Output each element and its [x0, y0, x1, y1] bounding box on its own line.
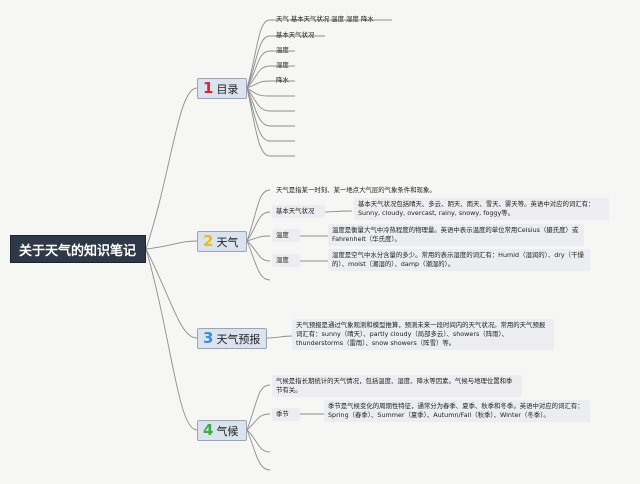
branch-label: 目录: [216, 82, 239, 96]
forecast-detail[interactable]: 天气预报是通过气象观测和模型推算，预测未来一段时间内的天气状况。常用的天气预报词…: [292, 319, 554, 350]
toc-item[interactable]: 基本天气状况: [276, 31, 315, 39]
branch-label: 气候: [216, 424, 239, 438]
detail-basic-conditions[interactable]: 基本天气状况包括晴天、多云、阴天、雨天、雪天、雾天等。英语中对应的词汇有：Sun…: [354, 198, 609, 220]
root-topic[interactable]: 关于天气的知识笔记: [10, 235, 146, 263]
toc-item[interactable]: 温度: [276, 46, 289, 54]
branch-label: 天气预报: [216, 332, 261, 346]
detail-temperature[interactable]: 温度是衡量大气中冷热程度的物理量。英语中表示温度的单位常用Celsius（摄氏度…: [328, 224, 584, 246]
weather-intro[interactable]: 天气是指某一时刻、某一地点大气层的气象条件和现象。: [276, 186, 436, 194]
branch-number: 1: [203, 79, 214, 97]
toc-item[interactable]: 湿度: [276, 61, 289, 69]
connector-root-b1: [145, 87, 198, 250]
connector-root-b2: [145, 240, 198, 250]
subtopic-humidity[interactable]: 湿度: [272, 254, 300, 267]
climate-intro[interactable]: 气候是指长期统计的天气情况，包括温度、湿度、降水等因素。气候与地理位置和季节有关…: [272, 375, 522, 397]
branch-forecast[interactable]: 3 天气预报: [197, 328, 267, 349]
toc-item[interactable]: 天气 基本天气状况 温度 湿度 降水: [276, 15, 374, 23]
branch-toc[interactable]: 1 目录: [197, 78, 247, 99]
detail-seasons[interactable]: 季节是气候变化的周期性特征，通常分为春季、夏季、秋季和冬季。英语中对应的词汇有：…: [324, 400, 590, 422]
branch-climate[interactable]: 4 气候: [197, 420, 247, 441]
subtopic-seasons[interactable]: 季节: [272, 408, 300, 421]
subtopic-temperature[interactable]: 温度: [272, 229, 300, 242]
branch-number: 4: [203, 421, 214, 439]
branch-number: 3: [203, 329, 214, 347]
toc-item[interactable]: 降水: [276, 76, 289, 84]
branch-number: 2: [203, 232, 214, 250]
branch-weather[interactable]: 2 天气: [197, 231, 247, 252]
detail-humidity[interactable]: 湿度是空气中水分含量的多少。常用的表示湿度的词汇有：Humid（湿润的）、dry…: [328, 249, 590, 271]
connector-root-b3: [145, 248, 198, 339]
connector-root-b4: [145, 248, 198, 431]
subtopic-basic-conditions[interactable]: 基本天气状况: [272, 205, 325, 218]
root-title: 关于天气的知识笔记: [19, 243, 137, 259]
branch-label: 天气: [216, 235, 239, 249]
